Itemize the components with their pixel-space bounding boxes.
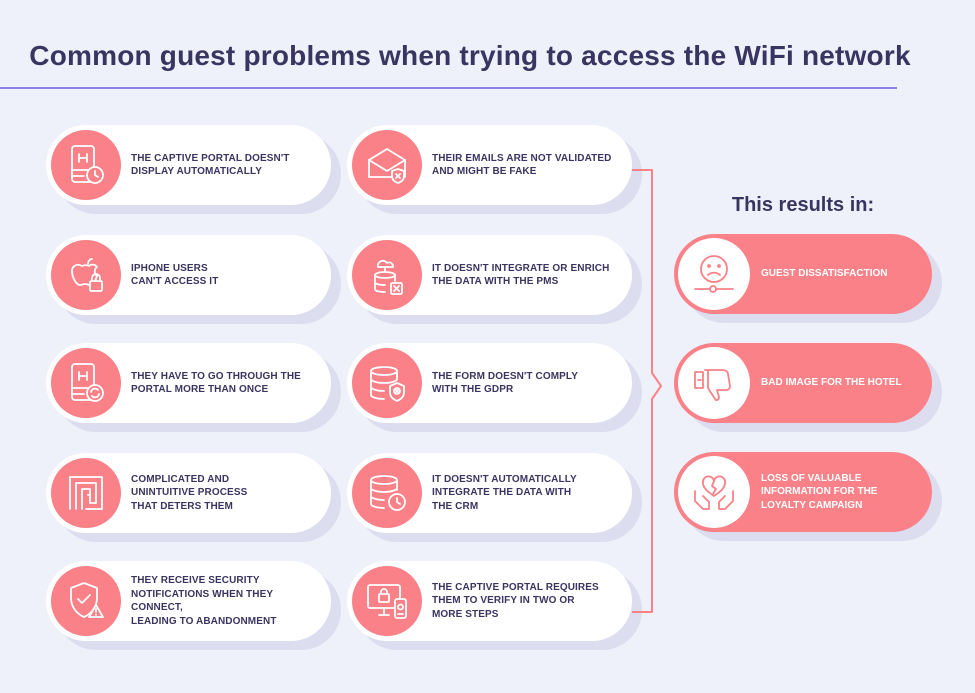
problem-label: They receive security notifications when… (131, 575, 277, 627)
maze-icon (51, 458, 121, 528)
results-heading: This results in: (731, 194, 875, 216)
problem-card-iphone: iPhone users can't access it (46, 235, 331, 315)
database-clock-icon (352, 458, 422, 528)
problem-label: It doesn't integrate or enrich the data … (432, 262, 610, 288)
hotel-phone-refresh-icon (51, 348, 121, 418)
problem-label: iPhone users can't access it (131, 262, 219, 288)
problem-card-crm: It doesn't automatically integrate the d… (347, 453, 632, 533)
sad-face-slider-icon (678, 238, 750, 310)
bracket-connector (632, 169, 662, 613)
result-label: Bad image for the hotel (761, 377, 902, 389)
problem-card-security: They receive security notifications when… (46, 561, 331, 641)
problem-card-portal-repeat: They have to go through the portal more … (46, 343, 331, 423)
problem-card-pms: It doesn't integrate or enrich the data … (347, 235, 632, 315)
problem-label: The form doesn't comply with the GDPR (432, 370, 578, 396)
problem-label: It doesn't automatically integrate the d… (432, 473, 577, 512)
apple-lock-icon (51, 240, 121, 310)
problem-card-emails: Their emails are not validated and might… (347, 125, 632, 205)
broken-heart-hands-icon (678, 456, 750, 528)
problem-label: They have to go through the portal more … (131, 370, 301, 396)
shield-warning-icon (51, 566, 121, 636)
database-shield-icon (352, 348, 422, 418)
page-title: Common guest problems when trying to acc… (29, 40, 911, 71)
monitor-lock-phone-icon (352, 566, 422, 636)
result-card-bad-image: Bad image for the hotel (674, 343, 932, 423)
problem-card-complicated: Complicated and unintuitive process that… (46, 453, 331, 533)
result-label: Loss of valuable information for the loy… (761, 472, 878, 511)
problem-label: Their emails are not validated and might… (432, 152, 612, 178)
email-shield-icon (352, 130, 422, 200)
problem-label: Complicated and unintuitive process that… (131, 473, 248, 512)
hotel-phone-clock-icon (51, 130, 121, 200)
thumbs-down-icon (678, 347, 750, 419)
result-card-loss-info: Loss of valuable information for the loy… (674, 452, 932, 532)
problem-card-two-steps: The captive portal requires them to veri… (347, 561, 632, 641)
title-underline (0, 87, 897, 89)
result-label: Guest dissatisfaction (761, 268, 888, 280)
problem-label: The captive portal requires them to veri… (432, 581, 599, 620)
problem-card-gdpr: The form doesn't comply with the GDPR (347, 343, 632, 423)
problem-label: The captive portal doesn't display autom… (131, 152, 290, 178)
result-card-dissatisfaction: Guest dissatisfaction (674, 234, 932, 314)
problem-card-portal-not-displayed: The captive portal doesn't display autom… (46, 125, 331, 205)
cloud-database-x-icon (352, 240, 422, 310)
